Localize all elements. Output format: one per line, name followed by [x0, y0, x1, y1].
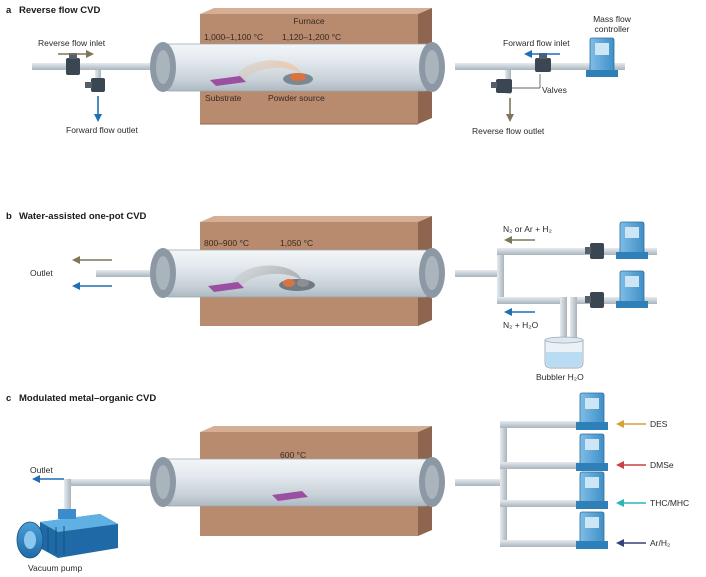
temp-zone-left: 1,000–1,100 °C [204, 32, 263, 42]
outlet-c-label: Outlet [30, 465, 53, 475]
left-inlet-valve [66, 53, 80, 75]
precursor-label-arh2: Ar/H₂ [650, 538, 670, 548]
panel-c: c Modulated metal–organic CVD 600 °C Out… [6, 392, 689, 573]
precursor-label-thc: THC/MHC [650, 498, 689, 508]
panel-a-letter: a [6, 5, 12, 16]
mass-flow-controller [586, 37, 618, 77]
vacuum-pump-label: Vacuum pump [28, 563, 82, 573]
mfc-label-line2: controller [595, 24, 630, 34]
powder-source-label: Powder source [268, 93, 325, 103]
panel-c-title: Modulated metal–organic CVD [19, 393, 156, 404]
temp-b-left: 800–900 °C [204, 238, 249, 248]
mfc-b-1 [616, 221, 648, 259]
mfc-b-2 [616, 270, 648, 308]
gas1-label: N₂ or Ar + H₂ [503, 224, 552, 234]
bubbler-return-pipe [560, 297, 567, 347]
panel-a: a Reverse flow CVD Furnace 1,000–1,100 °… [6, 5, 632, 136]
substrate-c [272, 491, 308, 501]
reverse-inlet-pipe [32, 63, 152, 70]
quartz-tube-c [162, 458, 432, 507]
vapor-plume [235, 60, 306, 82]
valve-b-2 [585, 292, 604, 308]
mfc-label-line1: Mass flow [593, 14, 632, 24]
substrate-wafer [210, 76, 246, 86]
mfc-c-4 [576, 511, 608, 549]
reverse-flow-inlet-label: Reverse flow inlet [38, 38, 106, 48]
panel-b-letter: b [6, 211, 12, 222]
mfc-c-3 [576, 471, 608, 509]
mfc-c-1 [576, 392, 608, 430]
temp-c: 600 °C [280, 450, 306, 460]
panel-c-letter: c [6, 393, 11, 404]
forward-flow-outlet-label: Forward flow outlet [66, 125, 138, 135]
mfc-c-2 [576, 433, 608, 471]
pump-line [64, 479, 71, 515]
water-bubbler [544, 336, 584, 369]
valve-b-1 [585, 243, 604, 259]
bubbler-label: Bubbler H₂O [536, 372, 584, 382]
temp-b-right: 1,050 °C [280, 238, 313, 248]
panel-a-title: Reverse flow CVD [19, 5, 100, 16]
right-outlet-valve [491, 79, 512, 93]
gas-line-2 [570, 297, 657, 304]
gas2-label: N₂ + H₂O [503, 320, 539, 330]
panel-b: b Water-assisted one-pot CVD 800–900 °C … [6, 211, 657, 382]
vapor-plume-b [230, 265, 306, 288]
reverse-flow-outlet-label: Reverse flow outlet [472, 126, 545, 136]
substrate-b [208, 282, 244, 292]
right-inlet-valve [535, 53, 551, 72]
bubbler-feed-pipe [570, 297, 577, 349]
valves-label: Valves [542, 85, 567, 95]
forward-flow-inlet-label: Forward flow inlet [503, 38, 570, 48]
panel-b-title: Water-assisted one-pot CVD [19, 211, 147, 222]
outlet-b-label: Outlet [30, 268, 53, 278]
temp-zone-right: 1,120–1,200 °C [282, 32, 341, 42]
powder-source-pile [290, 73, 306, 81]
left-outlet-valve [85, 78, 105, 92]
precursor-label-dmse: DMSe [650, 460, 674, 470]
precursor-label-des: DES [650, 419, 668, 429]
vacuum-pump [16, 509, 118, 559]
precursor-manifold [500, 421, 507, 545]
gas-line-1 [497, 248, 657, 255]
furnace-label: Furnace [293, 16, 324, 26]
substrate-label: Substrate [205, 93, 242, 103]
